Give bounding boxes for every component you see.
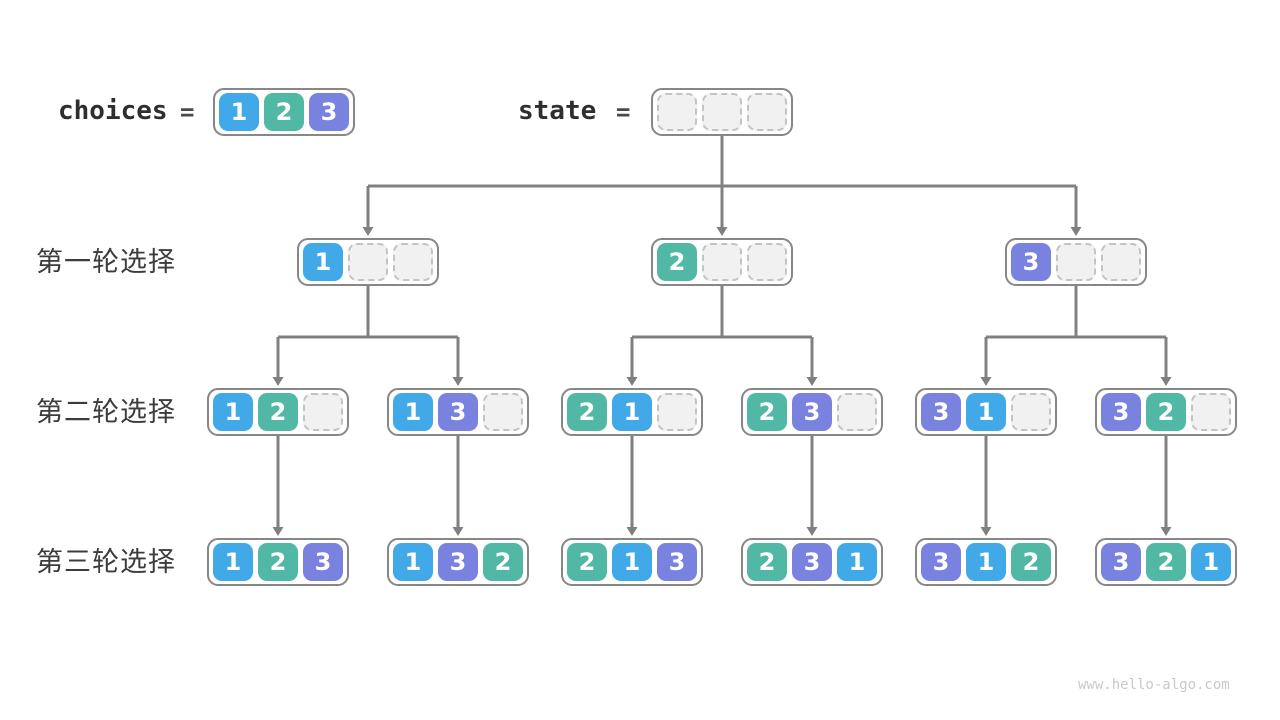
empty-cell	[657, 393, 697, 431]
state-cell: 1	[966, 543, 1006, 581]
state-cell: 3	[438, 543, 478, 581]
state-cell: 1	[612, 393, 652, 431]
choice-cell: 2	[264, 93, 304, 131]
state-box-r2-13: 1 3	[387, 388, 529, 436]
state-box-r3-321: 3 2 1	[1095, 538, 1237, 586]
state-box-r3-213: 2 1 3	[561, 538, 703, 586]
empty-cell	[1191, 393, 1231, 431]
choice-cell: 3	[309, 93, 349, 131]
empty-cell	[747, 243, 787, 281]
state-cell: 3	[438, 393, 478, 431]
round-3-label: 第三轮选择	[36, 547, 176, 578]
state-box-r3-123: 1 2 3	[207, 538, 349, 586]
empty-cell	[702, 243, 742, 281]
state-equals: =	[616, 98, 631, 126]
empty-cell	[1056, 243, 1096, 281]
state-box	[651, 88, 793, 136]
state-cell: 2	[1011, 543, 1051, 581]
empty-cell	[657, 93, 697, 131]
choices-label: choices	[58, 96, 168, 126]
empty-cell	[702, 93, 742, 131]
state-cell: 3	[792, 543, 832, 581]
choice-cell: 1	[219, 93, 259, 131]
state-box-r2-21: 2 1	[561, 388, 703, 436]
empty-cell	[1011, 393, 1051, 431]
empty-cell	[1101, 243, 1141, 281]
state-cell: 2	[258, 393, 298, 431]
state-cell: 1	[393, 543, 433, 581]
empty-cell	[747, 93, 787, 131]
state-box-r3-312: 3 1 2	[915, 538, 1057, 586]
state-box-r2-31: 3 1	[915, 388, 1057, 436]
empty-cell	[348, 243, 388, 281]
state-cell: 2	[1146, 543, 1186, 581]
state-box-r1-3: 3	[1005, 238, 1147, 286]
state-box-r1-2: 2	[651, 238, 793, 286]
state-cell: 1	[213, 393, 253, 431]
state-box-r3-132: 1 3 2	[387, 538, 529, 586]
watermark: www.hello-algo.com	[1078, 677, 1230, 693]
state-cell: 2	[657, 243, 697, 281]
empty-cell	[303, 393, 343, 431]
state-cell: 3	[792, 393, 832, 431]
state-cell: 1	[213, 543, 253, 581]
state-cell: 2	[258, 543, 298, 581]
state-box-r2-12: 1 2	[207, 388, 349, 436]
empty-cell	[837, 393, 877, 431]
choices-equals: =	[180, 98, 195, 126]
empty-cell	[483, 393, 523, 431]
state-cell: 3	[921, 543, 961, 581]
state-cell: 2	[483, 543, 523, 581]
state-cell: 2	[567, 393, 607, 431]
state-cell: 3	[1101, 393, 1141, 431]
state-cell: 1	[1191, 543, 1231, 581]
state-cell: 1	[612, 543, 652, 581]
state-box-r2-32: 3 2	[1095, 388, 1237, 436]
state-cell: 2	[747, 543, 787, 581]
state-cell: 2	[1146, 393, 1186, 431]
state-cell: 1	[303, 243, 343, 281]
state-cell: 3	[303, 543, 343, 581]
state-cell: 3	[1101, 543, 1141, 581]
empty-cell	[393, 243, 433, 281]
state-cell: 3	[921, 393, 961, 431]
state-label: state	[518, 96, 597, 126]
state-cell: 1	[837, 543, 877, 581]
state-cell: 1	[393, 393, 433, 431]
choices-box: 1 2 3	[213, 88, 355, 136]
state-cell: 3	[657, 543, 697, 581]
round-1-label: 第一轮选择	[36, 247, 176, 278]
state-box-r1-1: 1	[297, 238, 439, 286]
state-cell: 3	[1011, 243, 1051, 281]
round-2-label: 第二轮选择	[36, 397, 176, 428]
state-cell: 1	[966, 393, 1006, 431]
state-box-r2-23: 2 3	[741, 388, 883, 436]
state-cell: 2	[747, 393, 787, 431]
state-cell: 2	[567, 543, 607, 581]
state-box-r3-231: 2 3 1	[741, 538, 883, 586]
